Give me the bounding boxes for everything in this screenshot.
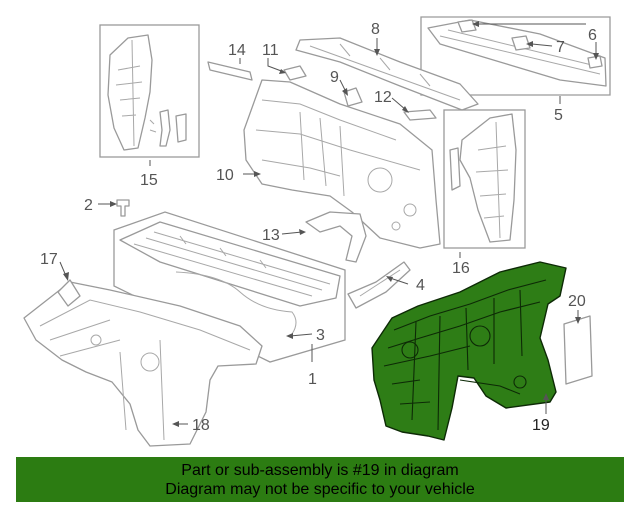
- part-16-panel: [459, 113, 517, 243]
- part-18-panel: [23, 281, 263, 447]
- callout-3: 3: [316, 327, 325, 344]
- part-12-bracket: [403, 109, 437, 121]
- part-17-bracket: [57, 279, 81, 307]
- leader-lines: [59, 21, 599, 427]
- banner-line-1: Part or sub-assembly is #19 in diagram: [181, 461, 459, 479]
- callout-4: 4: [416, 277, 425, 294]
- callout-16: 16: [452, 260, 470, 277]
- callout-2: 2: [84, 197, 93, 214]
- callout-18: 18: [192, 417, 210, 434]
- part-1-group: [113, 211, 346, 363]
- part-9-bracket: [343, 87, 363, 107]
- part-1-box: [113, 211, 346, 363]
- banner-line-2: Diagram may not be specific to your vehi…: [165, 480, 475, 498]
- part-2-clip: [116, 199, 130, 217]
- part-6-bracket: [457, 19, 477, 33]
- callout-7: 7: [556, 39, 565, 56]
- callout-20: 20: [568, 293, 586, 310]
- part-19-body: [371, 261, 567, 441]
- part-20-panel: [563, 315, 593, 385]
- part-5-group: [420, 16, 611, 96]
- part-5-beam: [427, 19, 607, 87]
- callout-10: 10: [216, 167, 234, 184]
- callout-11: 11: [262, 42, 279, 59]
- callout-13: 13: [262, 227, 280, 244]
- part-19-insulator: [371, 261, 567, 441]
- part-11-bracket: [283, 65, 307, 81]
- callout-6: 6: [588, 27, 597, 44]
- callout-14: 14: [228, 42, 246, 59]
- part-3-hose: [175, 271, 297, 335]
- callout-5: 5: [554, 107, 563, 124]
- callout-8: 8: [371, 21, 380, 38]
- part-16-group: [443, 109, 526, 249]
- callout-1: 1: [308, 371, 317, 388]
- part-14-bar: [207, 61, 253, 81]
- callout-labels: 1 2 3 4 5 6 7 8 9 10 11 12 13 14 15 16 1…: [40, 21, 597, 434]
- info-banner: Part or sub-assembly is #19 in diagram D…: [16, 457, 624, 502]
- part-7-bracket: [511, 35, 531, 51]
- part-15-box: [99, 24, 200, 158]
- callout-19: 19: [532, 417, 550, 434]
- callout-9: 9: [330, 69, 339, 86]
- part-10-group: [243, 79, 441, 249]
- callout-12: 12: [374, 89, 392, 106]
- part-1-cowl-grille: [119, 221, 341, 307]
- callout-17: 17: [40, 251, 58, 268]
- part-4-bracket: [347, 261, 411, 309]
- callout-15: 15: [140, 172, 158, 189]
- part-18-group: [23, 279, 263, 447]
- part-16-box: [443, 109, 526, 249]
- part-15-group: [99, 24, 200, 158]
- part-15-panel: [107, 34, 153, 151]
- part-5-box: [420, 16, 611, 96]
- part-13-trim: [305, 211, 367, 263]
